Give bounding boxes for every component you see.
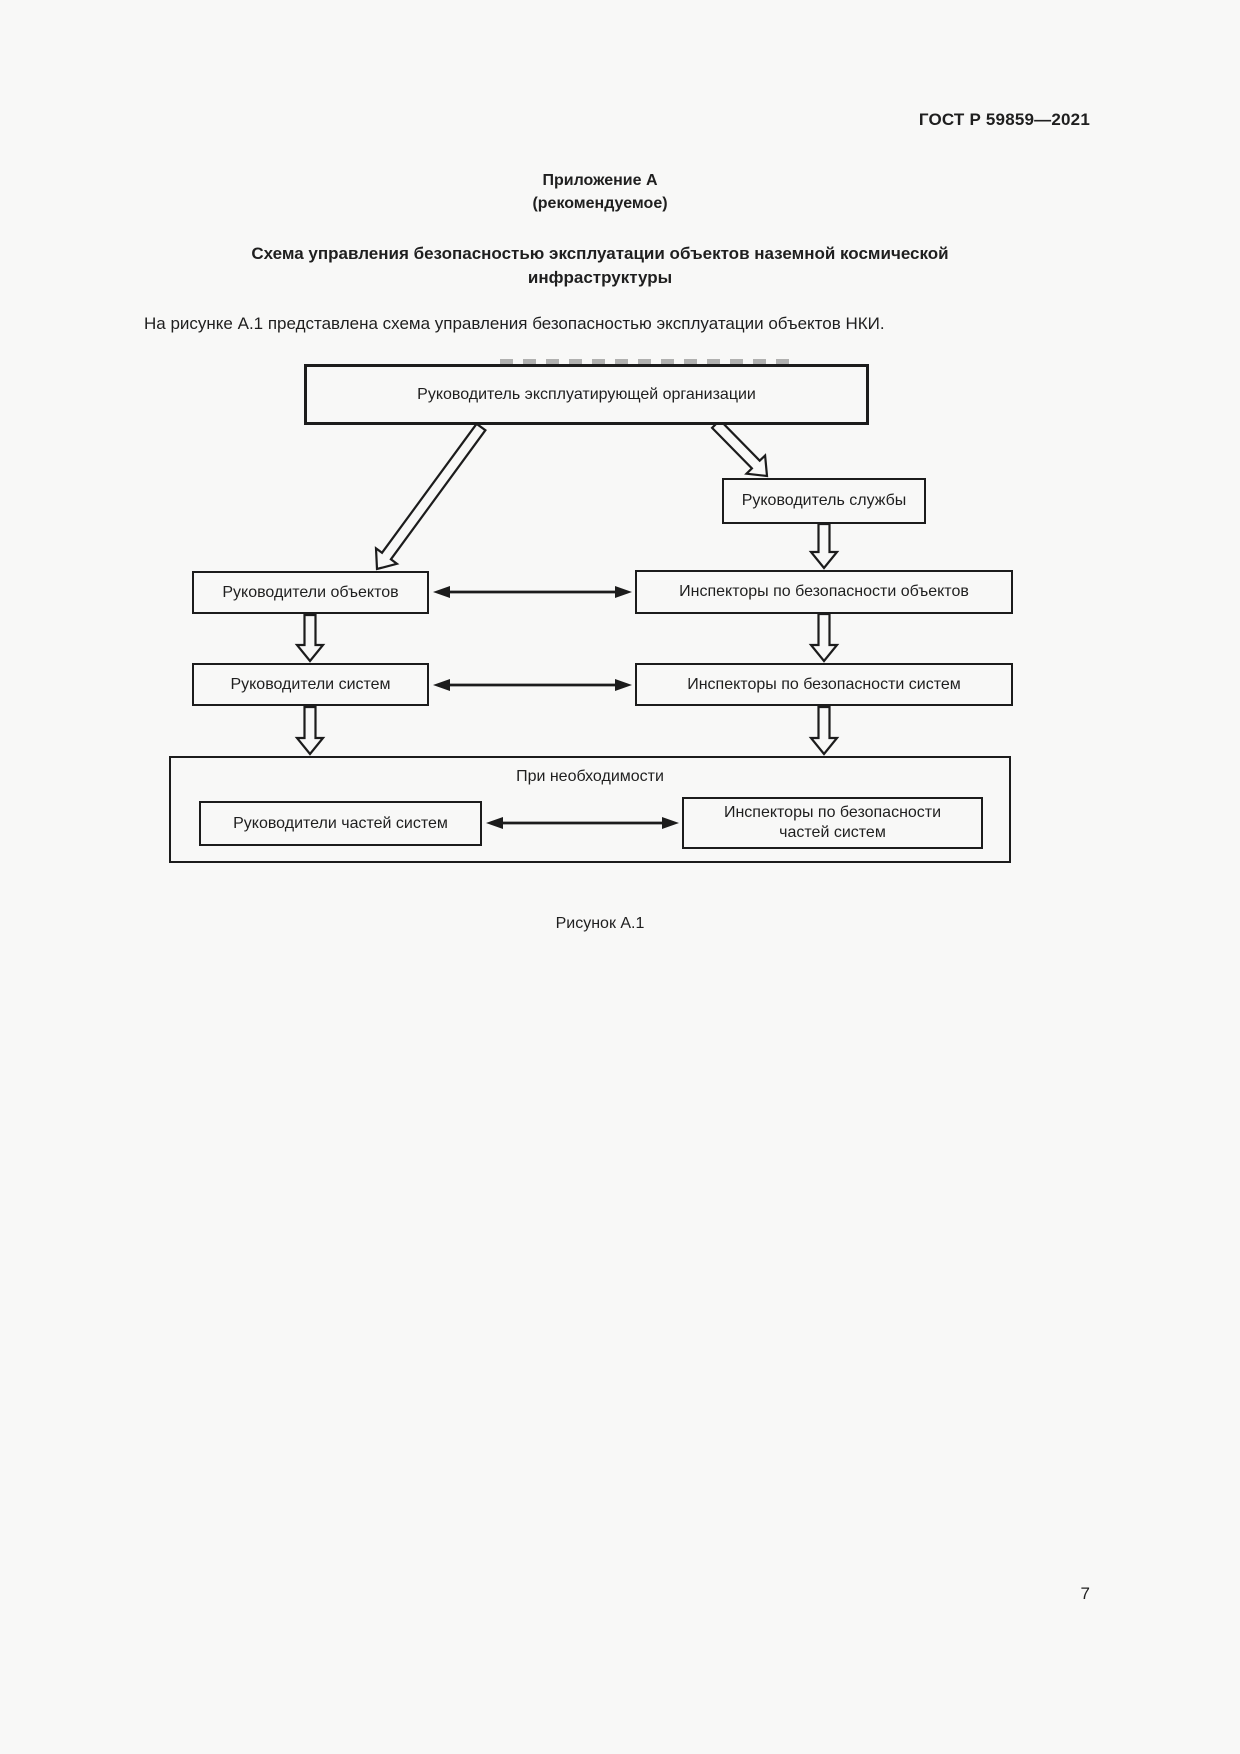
page-number: 7 — [1080, 1584, 1090, 1603]
node-system-inspectors: Инспекторы по безопасности систем — [635, 663, 1013, 706]
node-object-managers: Руководители объектов — [192, 571, 429, 614]
node-system-managers: Руководители систем — [192, 663, 429, 706]
node-subsystem-managers: Руководители частей систем — [199, 801, 482, 846]
appendix-sublabel: (рекомендуемое) — [532, 195, 668, 212]
optional-group-label: При необходимости — [516, 768, 664, 785]
node-subsystem-inspectors: Инспекторы по безопасности частей систем — [682, 797, 983, 849]
intro-paragraph: На рисунке А.1 представлена схема управл… — [144, 314, 885, 333]
appendix-label: Приложение А — [542, 172, 658, 189]
figure-caption: Рисунок А.1 — [555, 915, 645, 932]
node-org-head: Руководитель эксплуатирующей организации — [304, 364, 869, 425]
node-object-inspectors: Инспекторы по безопасности объектов — [635, 570, 1013, 614]
standard-number-header: ГОСТ Р 59859—2021 — [918, 110, 1090, 129]
page-title: Схема управления безопасностью эксплуата… — [251, 244, 949, 287]
node-service-head: Руководитель службы — [722, 478, 926, 524]
optional-group-box — [169, 756, 1011, 863]
scan-artifact — [500, 359, 790, 364]
